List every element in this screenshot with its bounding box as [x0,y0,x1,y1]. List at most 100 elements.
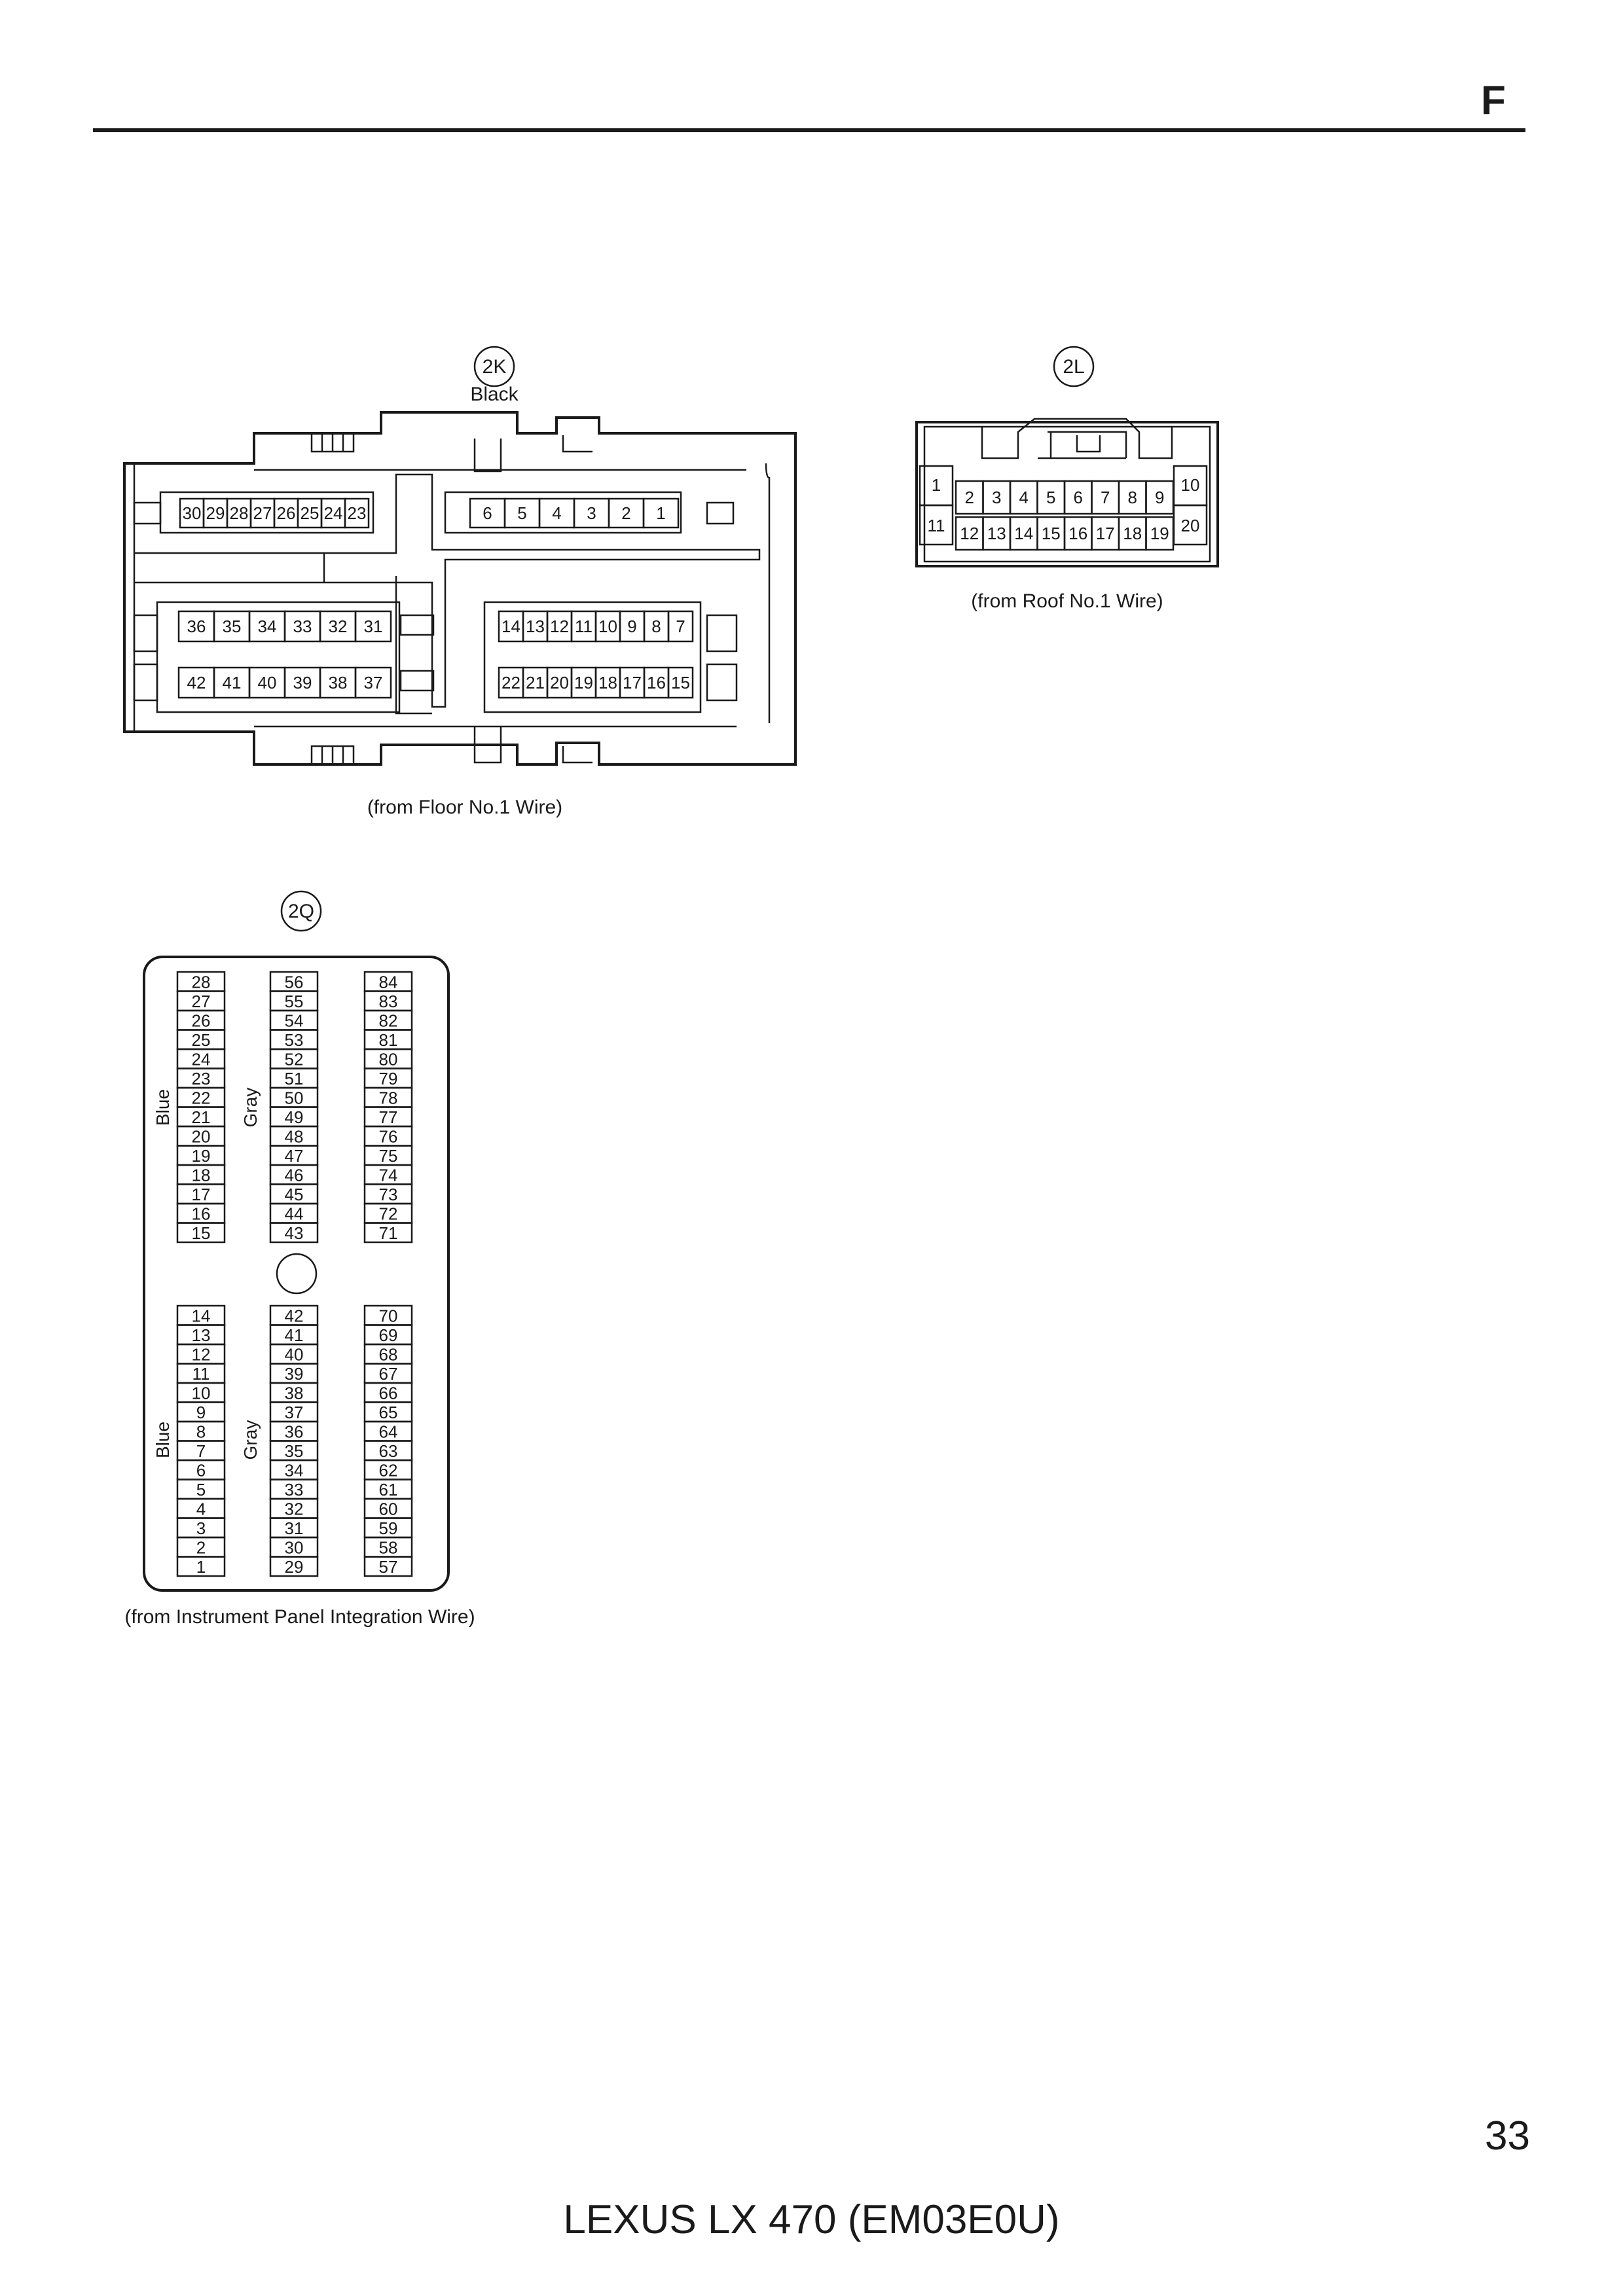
connector-2k-latch-top [310,433,355,453]
connector-2q-l3-pin-66: 66 [379,1384,398,1403]
connector-2k-r1l-pin-24: 24 [324,503,343,523]
connector-2q-l3-pin-68: 68 [379,1345,398,1365]
connector-2k-code: 2K [483,356,507,378]
connector-2l-badge [1053,346,1095,387]
connector-2k-color: Black [470,384,519,405]
connector-2q-l1-pin-10: 10 [192,1384,211,1403]
connector-2q-u1-pin-17: 17 [192,1185,211,1204]
connector-2k-r2r-pin-13: 13 [526,617,545,636]
connector-2k-housing [123,411,797,766]
connector-2q-l2-pin-41: 41 [285,1325,304,1345]
connector-2q-u2-pin-49: 49 [285,1107,304,1127]
connector-2q-u1-pin-21: 21 [192,1107,211,1127]
connector-2q-u3-pin-72: 72 [379,1204,398,1224]
connector-2q-l1-pin-8: 8 [196,1422,206,1442]
connector-2k-r2l-pin-31: 31 [364,617,383,636]
connector-2k-badge [473,346,515,387]
connector-2q-l1-pin-7: 7 [196,1441,206,1461]
connector-2q-l2-pin-42: 42 [285,1306,304,1326]
connector-2q-l1-cell [176,1556,226,1577]
connector-2l-bottom-pin-17: 17 [1096,524,1115,543]
connector-2q-u3-pin-77: 77 [379,1107,398,1127]
connector-2q-u1-cell [176,1222,226,1244]
connector-2q-u1-pin-19: 19 [192,1146,211,1166]
connector-2q-l1-pin-6: 6 [196,1461,206,1480]
connector-2q-l3-pin-57: 57 [379,1557,398,1577]
connector-2q-u1-pin-23: 23 [192,1069,211,1088]
connector-2q-l2-pin-37: 37 [285,1403,304,1422]
connector-2k-r1l-pin-28: 28 [230,503,249,523]
connector-2q-caption: (from Instrument Panel Integration Wire) [124,1606,475,1628]
connector-2q-l1-pin-9: 9 [196,1403,206,1422]
connector-2k-r2l-pin-33: 33 [293,617,312,636]
connector-2q-l3-pin-69: 69 [379,1325,398,1345]
connector-2q-l3-pin-70: 70 [379,1306,398,1326]
connector-2q-u2-pin-51: 51 [285,1069,304,1088]
connector-2q-u2-pin-45: 45 [285,1185,304,1204]
connector-2q-u2-pin-52: 52 [285,1050,304,1069]
connector-2k-r3r-pin-20: 20 [550,673,569,692]
connector-2k-cavity-r1-right [444,491,682,534]
connector-2k-lock-r2-mid [399,614,435,636]
connector-2q-u1-pin-24: 24 [192,1050,211,1069]
connector-2q-l1-pin-1: 1 [196,1557,206,1577]
connector-2k-r2r-pin-8: 8 [651,617,661,636]
connector-2q-u2-pin-53: 53 [285,1030,304,1050]
connector-2q-u3-pin-73: 73 [379,1185,398,1204]
connector-2q-u2-pin-48: 48 [285,1127,304,1147]
connector-2k-r3l-pin-39: 39 [293,673,312,692]
connector-2q-lower-left-color: Blue [153,1422,173,1458]
connector-2k-lock-r3-left [133,663,158,702]
connector-2q: 2Q 2827262524232221201918171615565554535… [124,890,475,1628]
connector-2k-r1l-pin-30: 30 [183,503,202,523]
connector-2k-r3l-pin-38: 38 [329,673,348,692]
connector-2k-cavity-lower-left [156,601,401,713]
connector-2k-lock-r1-left [133,501,162,525]
connector-2k-r3r-pin-16: 16 [647,673,666,692]
connector-2q-l3-pin-61: 61 [379,1480,398,1499]
connector-2q-l3-pin-58: 58 [379,1538,398,1558]
connector-2k-r2l-pin-32: 32 [329,617,348,636]
connector-2q-l3-pin-63: 63 [379,1441,398,1461]
connector-2q-u1-pin-27: 27 [192,992,211,1011]
connector-2q-u2-pin-43: 43 [285,1223,304,1243]
connector-2k-r3r-pin-15: 15 [671,673,690,692]
connector-2q-u3-pin-78: 78 [379,1088,398,1108]
connector-2q-l3-pin-60: 60 [379,1499,398,1519]
connector-2q-u2-pin-54: 54 [285,1011,304,1031]
connector-2q-u1-pin-16: 16 [192,1204,211,1224]
connector-2k-r1r-pin-2: 2 [621,503,630,523]
connector-2k-r1r-pin-4: 4 [552,503,561,523]
connector-2l-top-pin-6: 6 [1074,488,1083,507]
connector-2k-r3r-pin-19: 19 [574,673,593,692]
connector-2k-r3r-cell [667,666,694,699]
connector-2k-r2l-cell [354,610,392,643]
connector-2l-top-pin-9: 9 [1155,488,1164,507]
connector-2k-cavity-lower-right [483,601,702,713]
connector-2q-l2-pin-29: 29 [285,1557,304,1577]
connector-2q-u3-pin-79: 79 [379,1069,398,1088]
connector-2l-pin-1: 1 [932,475,941,495]
connector-2k-r2r-pin-7: 7 [676,617,685,636]
connector-2k-key-bottom [473,726,593,764]
connector-2q-u3-pin-81: 81 [379,1030,398,1050]
connector-2q-l1-pin-12: 12 [192,1345,211,1365]
connector-2k-r2l-pin-36: 36 [187,617,206,636]
connector-2q-l2-cell [269,1556,319,1577]
connector-2q-u3-pin-80: 80 [379,1050,398,1069]
connector-2k-r1l-pin-26: 26 [277,503,296,523]
connector-2q-u1-pin-25: 25 [192,1030,211,1050]
connector-2l-top-pin-3: 3 [992,488,1001,507]
section-letter: F [1481,78,1506,123]
connector-2q-l2-pin-31: 31 [285,1518,304,1538]
connector-2q-u1-pin-28: 28 [192,973,211,992]
connector-2q-l3-pin-64: 64 [379,1422,398,1442]
connector-2l-top-pin-4: 4 [1019,488,1029,507]
connector-2k-r1l-cell [344,497,370,529]
